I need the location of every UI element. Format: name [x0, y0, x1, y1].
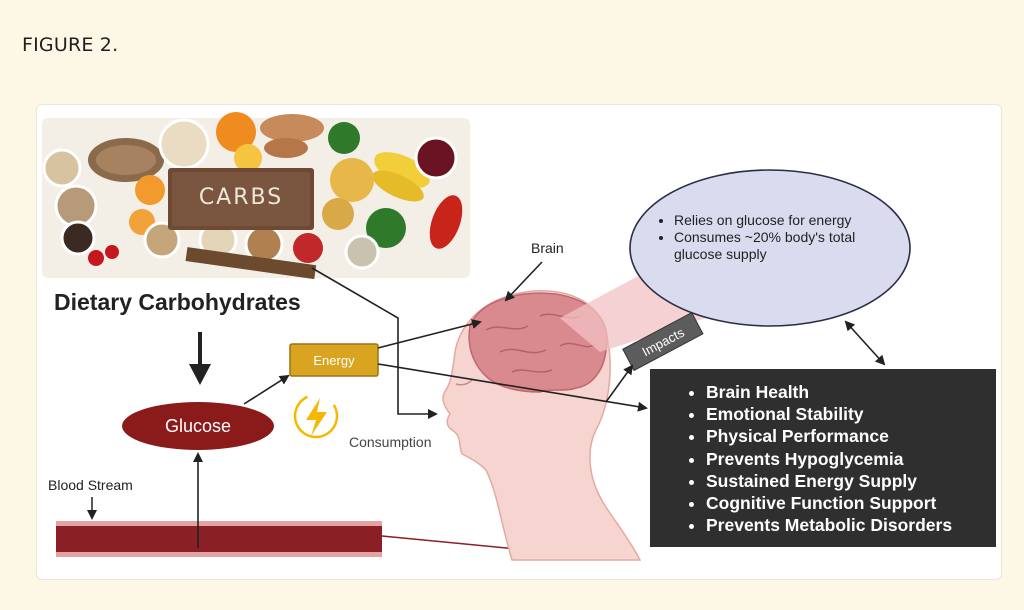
figure-label: FIGURE 2. — [22, 34, 119, 56]
brain-facts-ellipse — [629, 169, 911, 327]
brain-label-arrow — [504, 261, 543, 302]
diagram-title: Dietary Carbohydrates — [54, 289, 301, 315]
energy-to-brain-arrow — [377, 319, 482, 349]
glucose-to-energy-arrow — [243, 374, 290, 405]
impact-item: Sustained Energy Supply — [706, 470, 986, 492]
impacts-box — [650, 369, 996, 547]
brain-facts-list: Relies on glucose for energy Consumes ~2… — [656, 212, 906, 263]
carbs-food-collage: CARBS — [42, 112, 470, 280]
carbs-sign-text: CARBS — [199, 185, 283, 210]
impact-item: Emotional Stability — [706, 403, 986, 425]
glucose-node — [122, 402, 274, 450]
energy-node — [289, 343, 379, 377]
head-to-impacts-arrow — [605, 364, 634, 403]
blood-stream-bar — [56, 526, 382, 552]
impact-item: Cognitive Function Support — [706, 492, 986, 514]
lightning-icon — [293, 393, 339, 439]
energy-label: Energy — [313, 353, 355, 368]
brain-fact-item: Relies on glucose for energy — [674, 212, 906, 229]
brain-fact-item: Consumes ~20% body's total glucose suppl… — [674, 229, 906, 263]
impacts-list: Brain Health Emotional Stability Physica… — [686, 381, 986, 536]
energy-to-impacts-arrow — [377, 363, 648, 412]
impact-item: Prevents Hypoglycemia — [706, 448, 986, 470]
ellipse-box-link — [844, 320, 886, 366]
impact-item: Brain Health — [706, 381, 986, 403]
impact-item: Physical Performance — [706, 425, 986, 447]
title-to-glucose-arrowhead — [189, 364, 211, 385]
brain-label: Brain — [531, 240, 564, 256]
blood-stream-label: Blood Stream — [48, 477, 133, 493]
consumption-label: Consumption — [349, 434, 432, 450]
glucose-label: Glucose — [165, 416, 231, 436]
food-to-consumption-arrow — [311, 267, 438, 419]
impact-item: Prevents Metabolic Disorders — [706, 514, 986, 536]
